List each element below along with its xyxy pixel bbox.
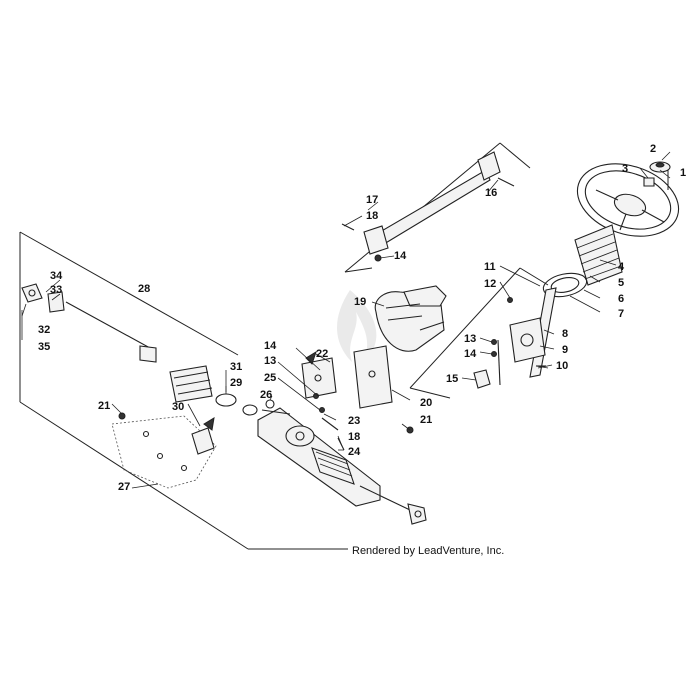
callout-20: 20 [420, 397, 432, 409]
callout-14-column: 14 [464, 348, 477, 360]
callout-33: 33 [50, 284, 62, 296]
callout-22: 22 [316, 348, 328, 360]
callout-1: 1 [680, 167, 686, 179]
callout-35: 35 [38, 341, 50, 353]
callout-2: 2 [650, 143, 656, 155]
callout-6: 6 [618, 293, 624, 305]
boot-ring [542, 272, 588, 298]
intermediate-shaft [341, 151, 515, 262]
callout-17: 17 [366, 194, 378, 206]
callout-3: 3 [622, 163, 628, 175]
callout-4: 4 [618, 261, 625, 273]
callout-7: 7 [618, 308, 624, 320]
callout-10: 10 [556, 360, 568, 372]
callout-28: 28 [138, 283, 150, 295]
callout-5: 5 [618, 277, 624, 289]
callout-19: 19 [354, 296, 366, 308]
callout-14-shaft: 14 [394, 250, 407, 262]
rack-housing [257, 407, 381, 507]
callout-8: 8 [562, 328, 568, 340]
callout-13-column: 13 [464, 333, 476, 345]
steering-wheel [576, 163, 680, 237]
callout-24: 24 [348, 446, 361, 458]
mounting-plate [111, 415, 217, 489]
callout-30: 30 [172, 401, 184, 413]
eps-unit [374, 285, 447, 352]
left-tie-rod-end [21, 283, 157, 363]
watermark-logo [337, 290, 377, 362]
callout-23: 23 [348, 415, 360, 427]
callout-21-bracket: 21 [420, 414, 432, 426]
callout-15: 15 [446, 373, 458, 385]
callout-18-rack: 18 [348, 431, 360, 443]
callout-11: 11 [484, 261, 496, 273]
callout-32: 32 [38, 324, 50, 336]
callout-16: 16 [485, 187, 497, 199]
callout-31: 31 [230, 361, 242, 373]
callout-13-bracket: 13 [264, 355, 276, 367]
callout-27: 27 [118, 481, 130, 493]
callout-9: 9 [562, 344, 568, 356]
left-rack-boot [169, 365, 213, 403]
callout-26: 26 [260, 389, 272, 401]
leader-lines [21, 151, 671, 489]
callout-18-shaft: 18 [366, 210, 378, 222]
callout-12: 12 [484, 278, 496, 290]
callout-29: 29 [230, 377, 242, 389]
column-u-joint-15 [473, 369, 491, 389]
wheel-nut-and-cap [643, 161, 671, 187]
callout-labels: 1 2 3 4 5 6 7 8 9 10 11 12 13 14 15 16 1… [38, 143, 686, 493]
callout-21-plate: 21 [98, 400, 110, 412]
mount-bracket [301, 345, 393, 409]
steering-column [497, 287, 557, 386]
render-credit: Rendered by LeadVenture, Inc. [352, 545, 504, 557]
callout-14-bracket: 14 [264, 340, 277, 352]
callout-34: 34 [50, 270, 63, 282]
callout-25: 25 [264, 372, 276, 384]
right-tie-rod [359, 485, 427, 525]
